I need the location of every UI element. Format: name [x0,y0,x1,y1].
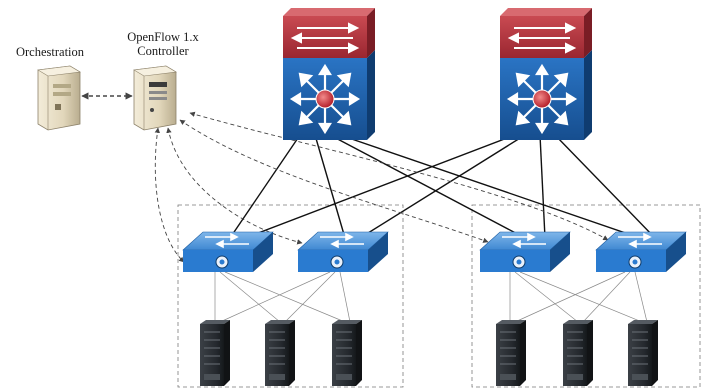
access-switch-1 [182,231,274,272]
server-5 [563,320,593,386]
access-switch-2 [297,231,389,272]
orchestration-label: Orchestration [15,45,85,59]
core-switch-1 [283,8,375,140]
server-6 [628,320,658,386]
access-server-links [214,271,648,323]
server-4 [496,320,526,386]
controller-server-icon [133,65,177,131]
controller-label-line-2: Controller [137,44,189,58]
server-2 [265,320,295,386]
server-1 [200,320,230,386]
access-switch-3 [479,231,571,272]
controller-label-line-1: OpenFlow 1.x [127,30,199,44]
access-switch-4 [595,231,687,272]
core-access-links [229,134,656,239]
core-switch-2 [500,8,592,140]
openflow-control-channels [154,111,609,263]
orchestration-server-icon [37,65,81,131]
server-3 [332,320,362,386]
